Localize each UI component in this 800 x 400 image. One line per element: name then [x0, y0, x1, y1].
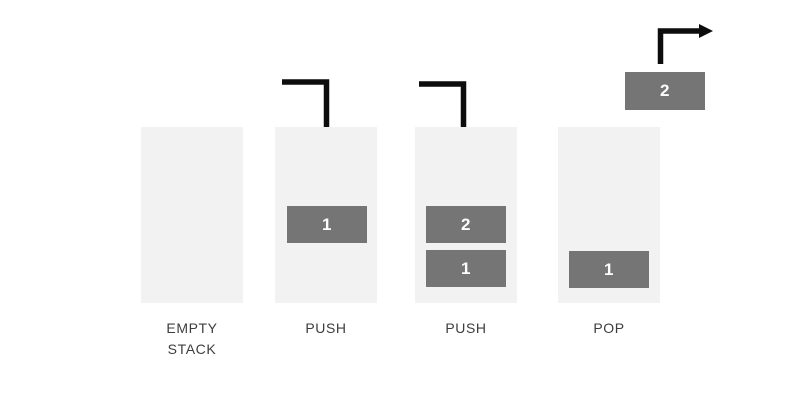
stage-push-1: 1 PUSH [275, 0, 377, 400]
stage-label: EMPTY STACK [127, 318, 257, 360]
pop-up-right-arrow-icon [657, 24, 713, 64]
stage-label: PUSH [401, 318, 531, 339]
stage-label-line: PUSH [305, 320, 347, 336]
stage-label: POP [544, 318, 674, 339]
stage-label-line: PUSH [445, 320, 487, 336]
stage-pop: 2 1 POP [558, 0, 713, 400]
stage-push-2: 2 1 PUSH [415, 0, 517, 400]
popped-block: 2 [625, 72, 705, 110]
stack-block: 2 [426, 206, 506, 243]
stage-label-line: STACK [167, 341, 217, 357]
stage-label-line: EMPTY [166, 320, 218, 336]
stack-block: 1 [426, 250, 506, 287]
stage-label-line: POP [593, 320, 625, 336]
stack-block: 1 [287, 206, 367, 243]
stage-empty-stack: EMPTY STACK [141, 0, 243, 400]
stack-block: 1 [569, 251, 649, 288]
empty-stack-container [141, 127, 243, 303]
stage-label: PUSH [261, 318, 391, 339]
